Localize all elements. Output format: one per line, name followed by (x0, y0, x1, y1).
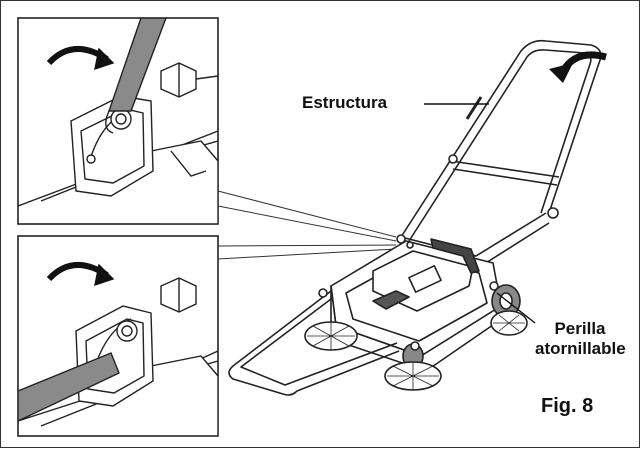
knob-label: Perilla atornillable (535, 319, 626, 359)
knob-leader-line (496, 292, 536, 324)
frame-label: Estructura (302, 93, 388, 112)
inset-leader-lines (217, 190, 397, 260)
detail-inset-lower (17, 235, 219, 437)
figure-number: Fig. 8 (541, 395, 594, 417)
knob-label-line1: Perilla (554, 319, 606, 338)
knob-label-line2: atornillable (535, 339, 626, 358)
sweeper-illustration (228, 39, 602, 396)
detail-inset-upper (17, 17, 219, 225)
fold-direction-arrow (549, 51, 607, 83)
